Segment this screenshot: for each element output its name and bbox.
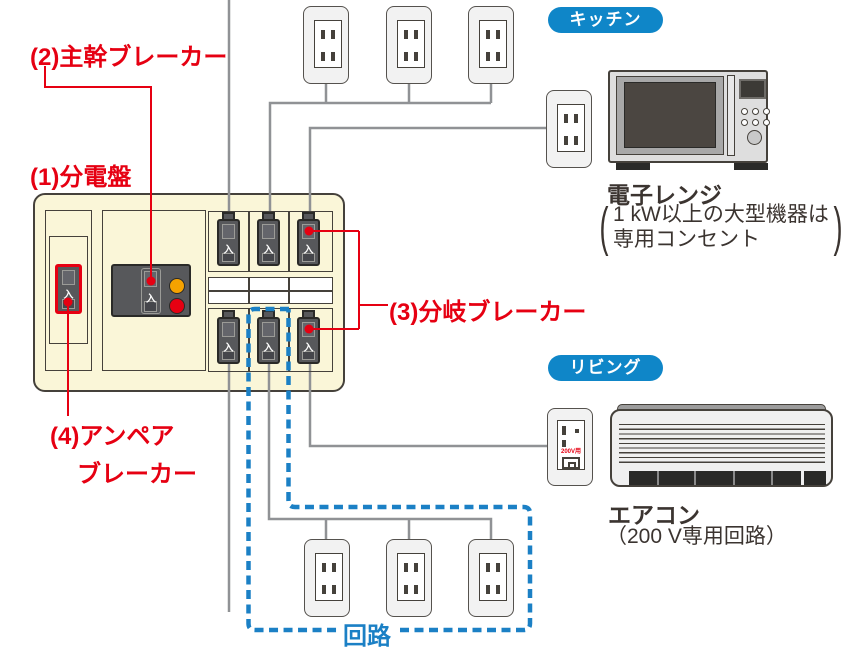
outlet-200v-aircon: 200V用 — [547, 408, 593, 486]
microwave-display — [739, 79, 766, 99]
badge-living: リビング — [548, 355, 663, 381]
outlet-kitchen — [546, 90, 592, 168]
aircon-note: （200 V専用回路） — [606, 525, 787, 548]
label-panel: (1)分電盤 — [30, 164, 132, 191]
earth-slot — [562, 457, 580, 469]
label-circuit: 回路 — [343, 623, 391, 648]
outlet-bottom-1 — [304, 539, 350, 617]
microwave-note: ( 1 kW以上の大型機器は 専用コンセント ) — [599, 197, 843, 257]
microwave-title: 電子レンジ — [607, 182, 722, 208]
outlet-200v-label: 200V用 — [560, 449, 581, 455]
microwave-door — [616, 76, 724, 155]
aircon — [610, 409, 833, 487]
badge-kitchen: キッチン — [548, 7, 663, 33]
outlet-bottom-2 — [386, 539, 432, 617]
main-breaker-red-lamp — [169, 298, 185, 314]
main-breaker-orange-lamp — [169, 278, 185, 294]
outlet-top-2 — [386, 6, 432, 84]
microwave — [608, 70, 770, 163]
outlet-top-1 — [303, 6, 349, 84]
kitchen-outlet-wire — [308, 126, 546, 213]
aircon-vents — [619, 424, 825, 466]
microwave-start-button — [747, 130, 762, 145]
aircon-display — [804, 471, 826, 485]
aircon-wire — [308, 362, 547, 448]
circuit-label-strips — [208, 277, 333, 304]
microwave-handle — [727, 75, 735, 156]
outlet-bottom-3 — [468, 539, 514, 617]
aircon-title: エアコン — [608, 502, 700, 528]
label-branch-breaker: (3)分岐ブレーカー — [389, 299, 587, 326]
main-breaker-section — [102, 210, 206, 371]
outlet-top-3 — [468, 6, 514, 84]
main-breaker: 入 — [111, 264, 191, 317]
close-paren: ) — [833, 197, 843, 257]
microwave-foot-left — [616, 163, 650, 170]
microwave-foot-right — [734, 163, 768, 170]
open-paren: ( — [599, 197, 609, 257]
label-ampere-breaker: (4)アンペア ブレーカー — [50, 423, 197, 488]
aircon-louver — [629, 471, 801, 485]
label-main-breaker: (2)主幹ブレーカー — [30, 44, 228, 71]
